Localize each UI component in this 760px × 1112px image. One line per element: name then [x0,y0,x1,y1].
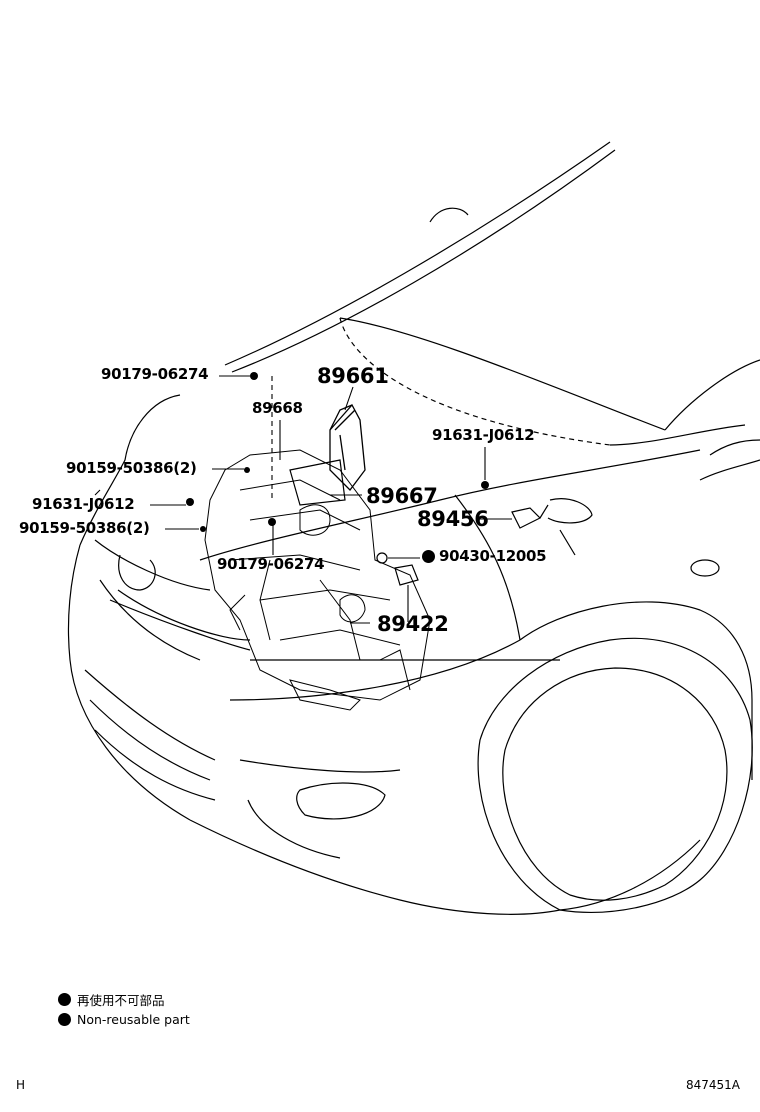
wheel-outline [477,559,753,913]
legend-en: Non-reusable part [58,1012,190,1027]
non-reusable-icon [58,1013,71,1026]
washer-marker [376,552,388,564]
non-reusable-icon [422,550,435,563]
part-label-90159-50386-lower: 90159-50386(2) [19,519,150,537]
part-label-90179-06274-top: 90179-06274 [101,365,209,383]
legend-jp-text: 再使用不可部品 [77,993,165,1008]
headlight-outline [99,554,251,661]
part-label-90430-12005: 90430-12005 [422,547,547,565]
legend-en-text: Non-reusable part [77,1012,190,1027]
part-label-90179-06274-bottom: 90179-06274 [217,555,325,573]
hood-outline [224,141,760,481]
bolt-markers [186,372,489,532]
part-label-89661: 89661 [317,364,389,388]
corner-code-left: H [16,1078,26,1092]
non-reusable-icon [58,993,71,1006]
car-body-outline [67,394,753,915]
sensor-89456-shape [511,498,593,556]
part-number-90430-12005: 90430-12005 [439,547,547,565]
engine-outline [204,449,431,711]
part-label-89456: 89456 [417,507,489,531]
part-label-91631-J0612-right: 91631-J0612 [432,426,535,444]
legend-jp: 再使用不可部品 [58,990,165,1009]
part-label-90159-50386-upper: 90159-50386(2) [66,459,197,477]
part-label-89667: 89667 [366,484,438,508]
sensor-89422-shape [394,564,419,586]
illustration-id: 847451A [686,1078,741,1092]
bracket-shape [289,459,346,506]
part-label-89668: 89668 [252,399,303,417]
part-label-89422: 89422 [377,612,449,636]
ecu-module-shape [329,403,366,491]
leader-lines [94,375,512,624]
part-label-91631-J0612-left: 91631-J0612 [32,495,135,513]
